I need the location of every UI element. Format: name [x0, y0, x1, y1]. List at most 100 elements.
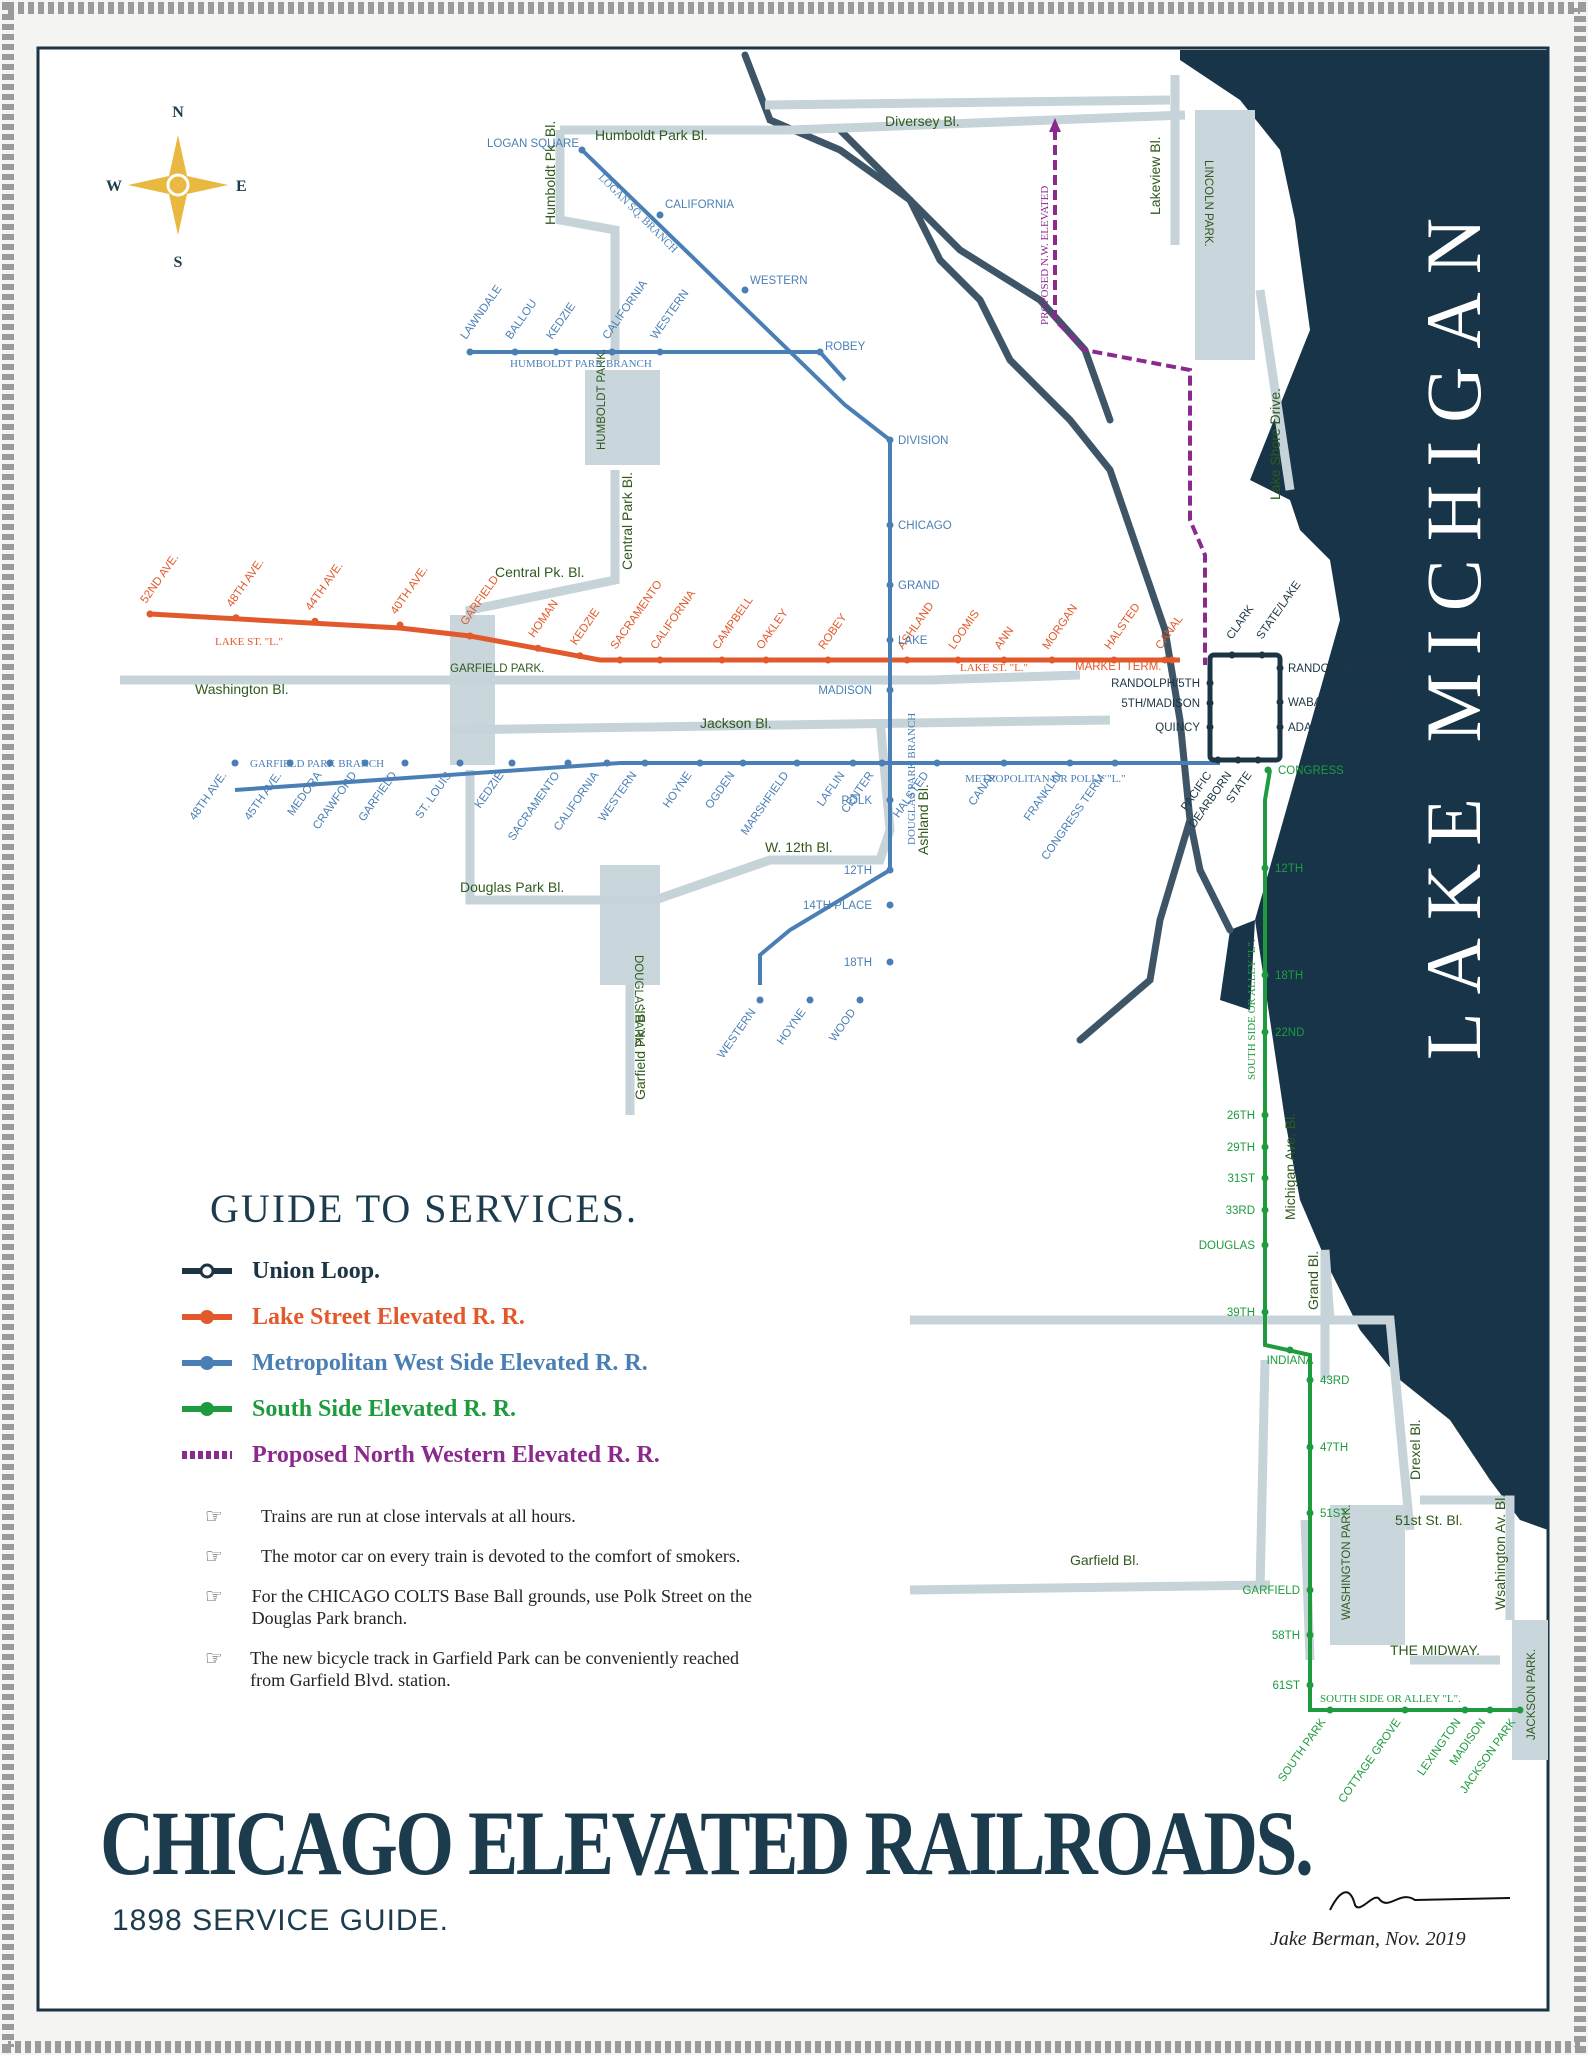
station-dot	[886, 686, 894, 694]
station-label: 52ND AVE.	[139, 552, 182, 606]
station-dot	[286, 759, 294, 767]
station-dot	[401, 759, 409, 767]
park-label: WASHINGTON PARK.	[1341, 1505, 1353, 1620]
station-label: SACRAMENTO	[506, 770, 562, 843]
station-label: MORGAN	[1041, 602, 1081, 651]
compass-e: E	[236, 178, 247, 195]
station-dot	[1516, 1706, 1524, 1714]
station-dot	[696, 759, 704, 767]
station-dot	[578, 146, 586, 154]
station-label: 18TH	[844, 957, 872, 969]
park-label: JACKSON PARK.	[1526, 1649, 1538, 1740]
station-dot	[1258, 651, 1266, 659]
station-dot	[1276, 723, 1284, 731]
lake-michigan	[1180, 50, 1548, 1530]
station-label: GARFIELD	[357, 770, 400, 824]
station-dot	[1261, 971, 1269, 979]
note-item: ☞ Trains are run at close intervals at al…	[205, 1505, 765, 1527]
station-dot	[231, 759, 239, 767]
compass-w: W	[106, 178, 122, 195]
station-dot	[886, 636, 894, 644]
station-dot	[756, 996, 764, 1004]
station-label: 61ST	[1273, 1680, 1301, 1692]
line-label: HUMBOLDT PARK BRANCH	[510, 358, 652, 370]
station-label: ADAMS	[1288, 722, 1329, 734]
station-label: BALLOU	[504, 298, 540, 342]
service-met-west-side: Metropolitan West Side Elevated R. R.	[180, 1340, 900, 1386]
station-label: 40TH AVE.	[389, 564, 431, 617]
met-line	[234, 148, 1220, 985]
line-label: LAKE ST. "L."	[960, 662, 1028, 674]
station-dot	[576, 652, 584, 660]
station-dot	[1206, 723, 1214, 731]
station-dot	[762, 656, 770, 664]
street-label: Wsahington Av. Bl.	[1492, 1494, 1508, 1610]
station-dot	[1161, 656, 1169, 664]
station-label: ROBEY	[825, 341, 866, 353]
station-dot	[886, 866, 894, 874]
station-dot	[903, 656, 911, 664]
station-dot	[396, 621, 404, 629]
station-label: CONGRESS	[1278, 765, 1344, 777]
street-label: Central Pk. Bl.	[495, 564, 584, 580]
station-dot	[1261, 1028, 1269, 1036]
station-label: 43RD	[1320, 1375, 1349, 1387]
station-dot	[1000, 656, 1008, 664]
jackson-park	[1512, 1620, 1548, 1760]
station-label: 48TH AVE.	[225, 557, 267, 610]
station-dot	[656, 348, 664, 356]
boulevards	[120, 75, 1515, 1665]
station-dot	[718, 656, 726, 664]
chicago-river	[741, 51, 1234, 1044]
service-label: Metropolitan West Side Elevated R. R.	[252, 1349, 648, 1376]
station-dot	[1306, 1681, 1314, 1689]
station-dot	[1261, 1111, 1269, 1119]
station-label: HOYNE	[661, 770, 694, 811]
station-dot	[1168, 656, 1176, 664]
washington-park	[1330, 1505, 1405, 1645]
station-dot	[1110, 656, 1118, 664]
station-label: MARKET TERM.	[1075, 661, 1161, 673]
station-dot	[1261, 1308, 1269, 1316]
note-item: ☞The new bicycle track in Garfield Park …	[205, 1647, 765, 1691]
station-dot	[608, 348, 616, 356]
service-south-side: South Side Elevated R. R.	[180, 1386, 900, 1432]
street-label: Jackson Bl.	[700, 715, 772, 731]
station-label: KEDZIE	[473, 770, 507, 811]
station-label: ROBEY	[817, 612, 850, 652]
station-label: 12TH	[1275, 863, 1303, 875]
station-dot	[146, 610, 154, 618]
station-label: KEDZIE	[545, 301, 579, 342]
street-label: Drexel Bl.	[1407, 1419, 1423, 1480]
note-text: Trains are run at close intervals at all…	[261, 1506, 576, 1526]
station-dot	[933, 759, 941, 767]
station-dot	[1261, 1174, 1269, 1182]
station-dot	[1306, 1509, 1314, 1517]
station-label: WABASH/MADISON	[1288, 697, 1394, 709]
pointing-hand-icon: ☞	[205, 1544, 223, 1568]
station-label: 26TH	[1227, 1110, 1255, 1122]
station-label: GARFIELD	[1242, 1585, 1300, 1597]
station-dot	[1000, 759, 1008, 767]
pointing-hand-icon: ☞	[205, 1504, 223, 1528]
station-dot	[656, 211, 664, 219]
service-label: Union Loop.	[252, 1257, 381, 1284]
south-side-swatch	[182, 1402, 232, 1416]
street-label: THE MIDWAY.	[1390, 1642, 1480, 1658]
station-dot	[552, 348, 560, 356]
station-label: 48TH AVE.	[187, 770, 229, 823]
humboldt-park	[585, 370, 660, 465]
station-dot	[1261, 1241, 1269, 1249]
station-label: LOOMIS	[947, 608, 983, 652]
line-label: SOUTH SIDE OR ALLEY "L".	[1246, 939, 1258, 1080]
park-label: HUMBOLDT PARK.	[596, 349, 608, 450]
station-label: INDIANA	[1267, 1355, 1314, 1367]
station-label: HOYNE	[775, 1007, 808, 1048]
station-dot	[641, 759, 649, 767]
station-dot	[1486, 1706, 1494, 1714]
station-dot	[1306, 1443, 1314, 1451]
station-label: OGDEN	[703, 770, 737, 811]
street-label: Ashland Bl.	[915, 784, 931, 855]
station-label: 44TH AVE.	[304, 560, 346, 613]
station-dot	[1228, 651, 1236, 659]
